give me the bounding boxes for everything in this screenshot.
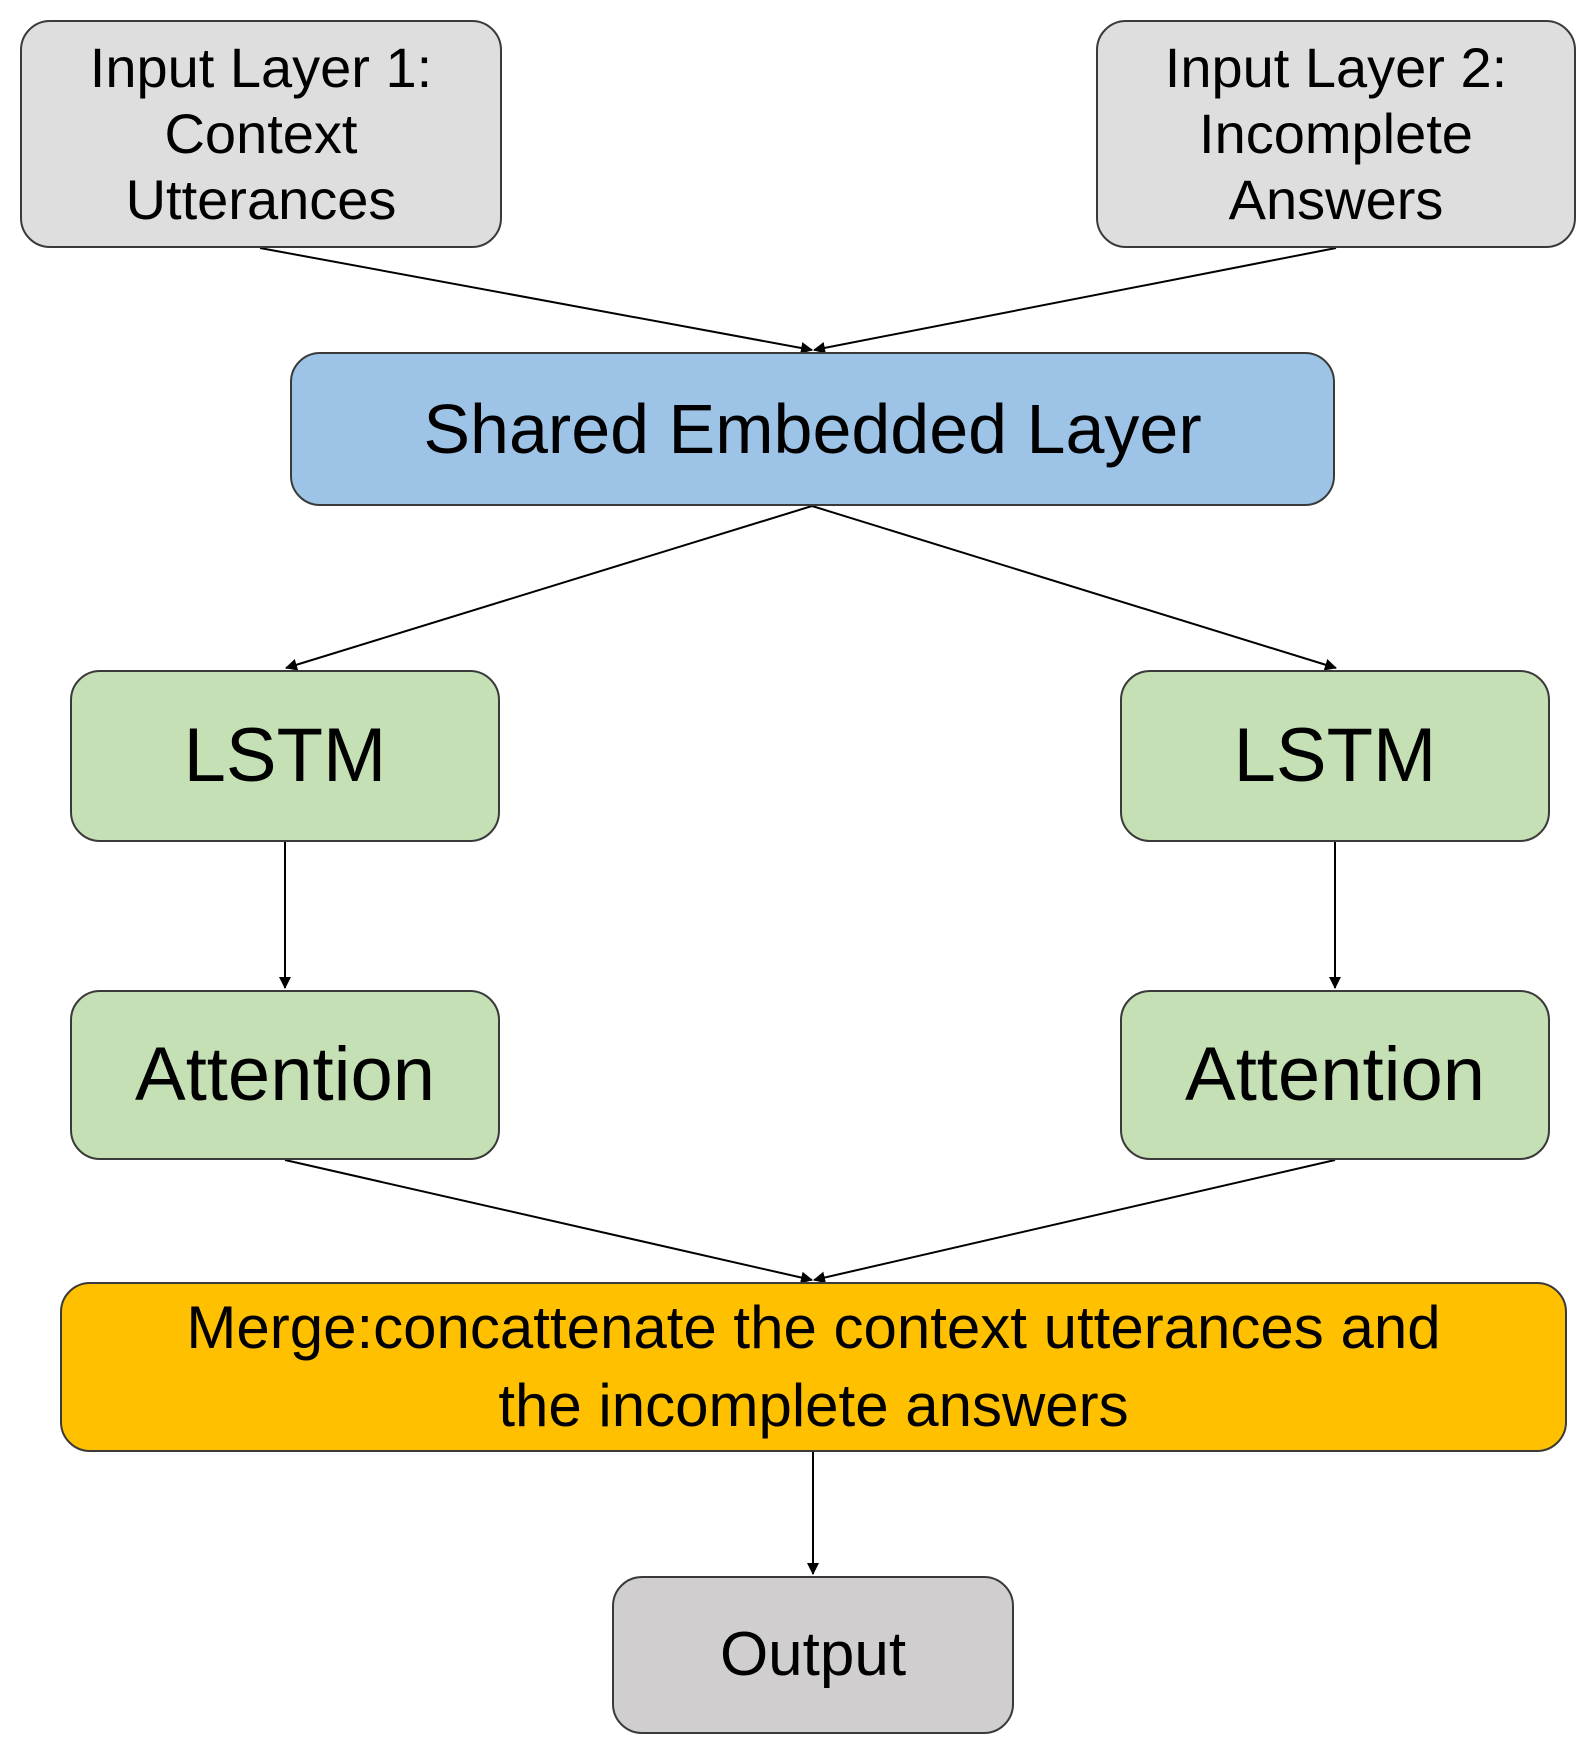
output-node: Output xyxy=(612,1576,1014,1734)
shared-embedded-layer-node: Shared Embedded Layer xyxy=(290,352,1335,506)
attention-right-node: Attention xyxy=(1120,990,1550,1160)
merge-node: Merge:concattenate the context utterance… xyxy=(60,1282,1567,1452)
output-label: Output xyxy=(719,1620,907,1690)
input-layer-1-line-1: Input Layer 1: xyxy=(89,35,433,99)
merge-line-2: the incomplete answers xyxy=(498,1372,1129,1439)
attention-right-label: Attention xyxy=(1185,1032,1485,1118)
merge-label: Merge:concattenate the context utterance… xyxy=(186,1289,1440,1445)
edge-embed-to-lstm-left xyxy=(285,505,813,671)
edge-input2-to-embed xyxy=(813,247,1337,354)
attention-left-label: Attention xyxy=(135,1032,435,1118)
lstm-right-label: LSTM xyxy=(1233,713,1437,799)
lstm-left-node: LSTM xyxy=(70,670,500,842)
attention-left-node: Attention xyxy=(70,990,500,1160)
edge-embed-to-lstm-right xyxy=(811,505,1337,671)
edge-attention-left-to-merge xyxy=(284,1159,813,1284)
input-layer-1-node: Input Layer 1: Context Utterances xyxy=(20,20,502,248)
edge-attention-right-to-merge xyxy=(813,1159,1336,1284)
shared-embedded-layer-label: Shared Embedded Layer xyxy=(423,389,1202,468)
input-layer-2-label: Input Layer 2: Incomplete Answers xyxy=(1165,35,1507,233)
lstm-right-node: LSTM xyxy=(1120,670,1550,842)
input-layer-2-line-1: Input Layer 2: xyxy=(1164,35,1508,99)
merge-line-1: Merge:concattenate the context utterance… xyxy=(186,1294,1441,1361)
input-layer-1-label: Input Layer 1: Context Utterances xyxy=(90,35,432,233)
input-layer-2-line-2: Incomplete xyxy=(1199,101,1473,165)
input-layer-1-line-2: Context xyxy=(164,101,358,165)
input-layer-2-line-3: Answers xyxy=(1228,168,1444,232)
input-layer-1-line-3: Utterances xyxy=(125,168,397,232)
input-layer-2-node: Input Layer 2: Incomplete Answers xyxy=(1096,20,1576,248)
lstm-left-label: LSTM xyxy=(183,713,387,799)
edge-input1-to-embed xyxy=(259,247,813,354)
